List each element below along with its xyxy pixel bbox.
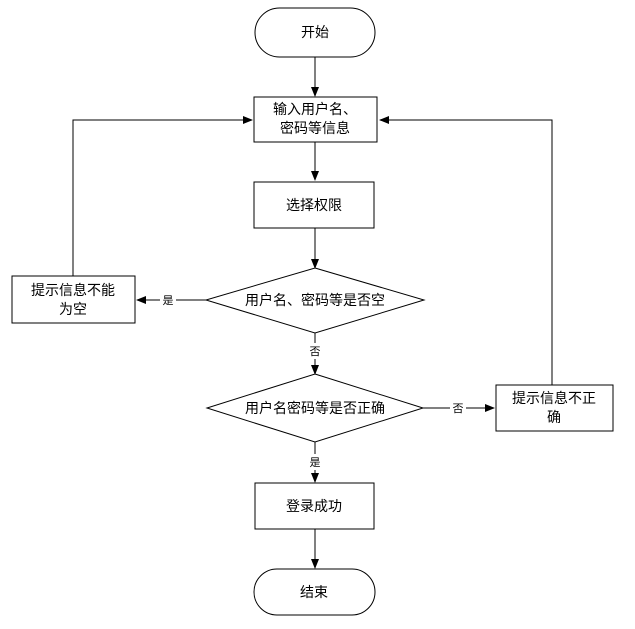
node-wrong-hint: 提示信息不正 确 bbox=[495, 384, 614, 432]
edge-label-empty-no: 否 bbox=[310, 345, 321, 358]
node-empty-hint-label-line2: 为空 bbox=[59, 302, 87, 318]
node-end: 结束 bbox=[253, 568, 376, 616]
node-check-empty-label: 用户名、密码等是否空 bbox=[245, 292, 385, 309]
edge-label-correct-yes: 是 bbox=[310, 456, 321, 469]
node-input: 输入用户名、 密码等信息 bbox=[253, 96, 378, 143]
node-empty-hint: 提示信息不能 为空 bbox=[11, 275, 136, 324]
node-start: 开始 bbox=[254, 7, 376, 58]
node-empty-hint-label-line1: 提示信息不能 bbox=[31, 282, 115, 299]
node-select-role-label: 选择权限 bbox=[286, 198, 342, 214]
node-wrong-hint-label-line2: 确 bbox=[547, 410, 561, 426]
node-check-correct-label: 用户名密码等是否正确 bbox=[245, 400, 385, 417]
node-check-correct: 用户名密码等是否正确 bbox=[205, 373, 425, 443]
edge-label-correct-no: 否 bbox=[453, 402, 464, 415]
node-select-role: 选择权限 bbox=[253, 181, 375, 229]
node-check-empty: 用户名、密码等是否空 bbox=[204, 267, 426, 334]
edge-empty-hint-to-input bbox=[72, 116, 253, 276]
node-login-success: 登录成功 bbox=[254, 482, 375, 530]
edge-label-empty-yes: 是 bbox=[163, 294, 174, 307]
node-input-label-line1: 输入用户名、 bbox=[273, 101, 357, 118]
node-wrong-hint-label-line1: 提示信息不正 bbox=[512, 390, 596, 407]
node-login-success-label: 登录成功 bbox=[286, 499, 342, 515]
node-end-label: 结束 bbox=[300, 585, 328, 601]
edge-labels: 是 否 否 是 bbox=[160, 292, 466, 470]
edge-wrong-hint-to-input bbox=[379, 116, 553, 385]
node-start-label: 开始 bbox=[301, 25, 329, 41]
node-input-label-line2: 密码等信息 bbox=[280, 120, 350, 137]
